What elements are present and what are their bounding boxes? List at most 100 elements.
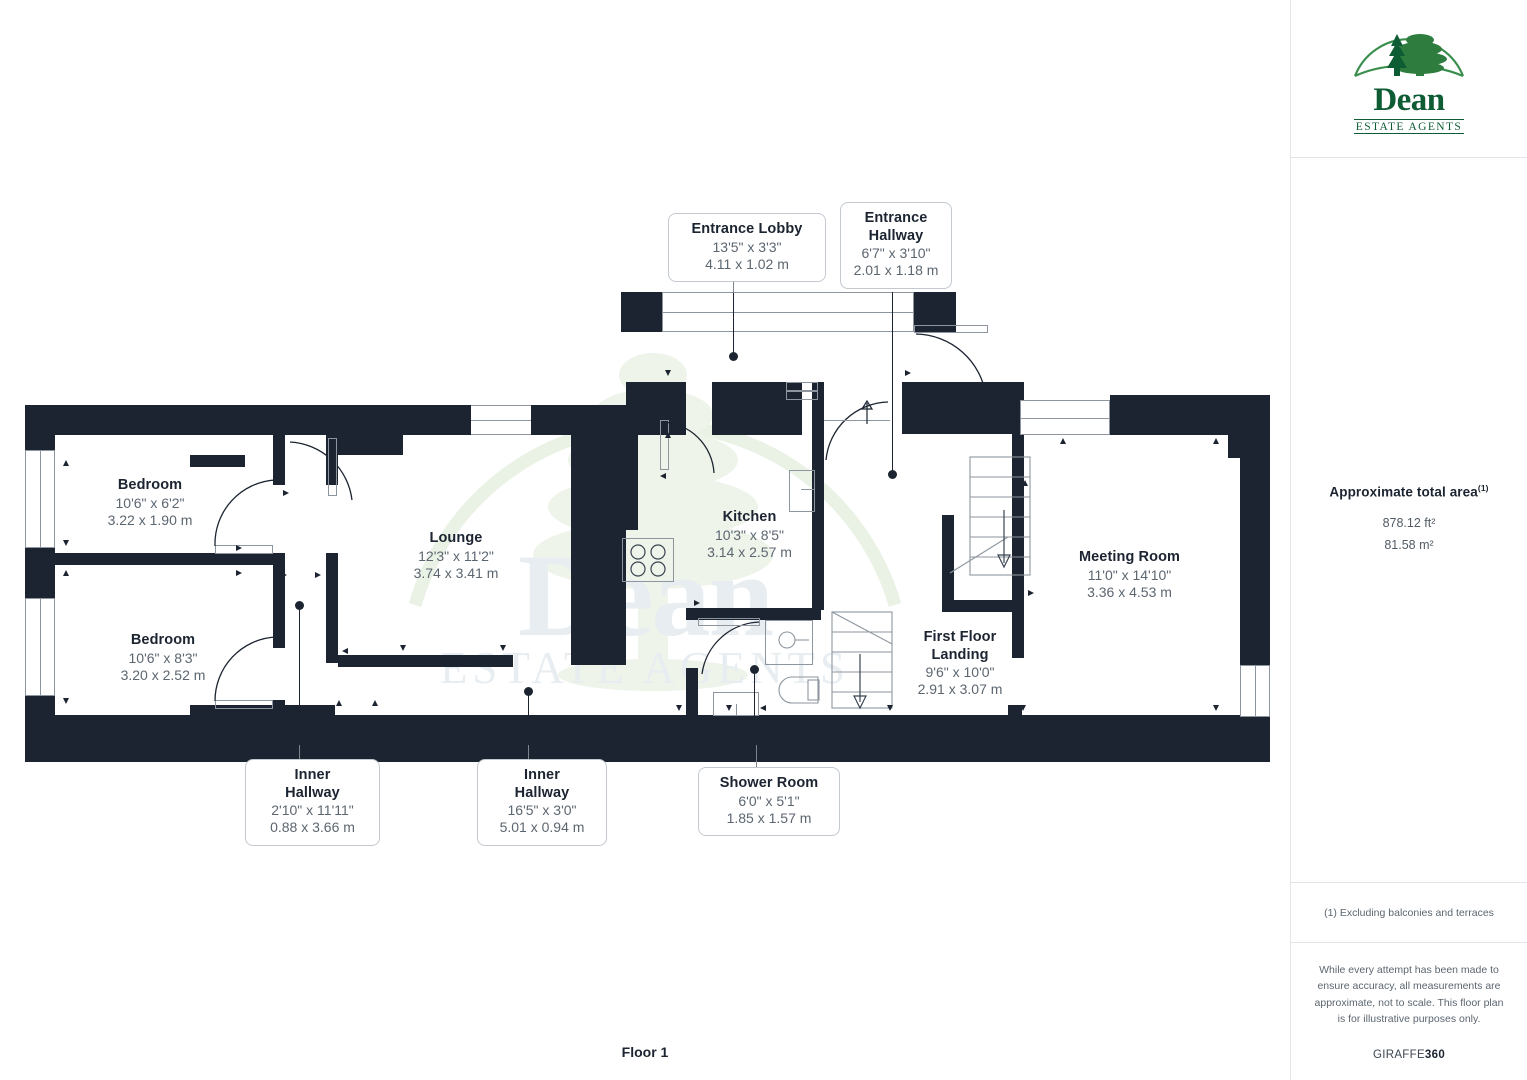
- wall-kitchen-top-left: [626, 382, 686, 435]
- room-name-line1: Inner: [524, 767, 560, 783]
- kitchen-sink-icon: [789, 470, 815, 512]
- dim-tick: [236, 570, 242, 576]
- window-mullion-meeting-right: [1255, 665, 1256, 717]
- brand-section: Dean ESTATE AGENTS: [1291, 0, 1527, 158]
- wall-bedroom1-top-notch: [190, 455, 245, 467]
- wall-meeting-top-right: [1110, 395, 1270, 435]
- brand-logo: Dean ESTATE AGENTS: [1334, 22, 1484, 134]
- wall-landing-left-stub-b: [942, 515, 954, 612]
- total-area-section: Approximate total area(1) 878.12 ft² 81.…: [1291, 158, 1527, 883]
- dim-tick: [1020, 705, 1026, 711]
- room-name-line2: Hallway: [285, 784, 340, 801]
- room-name-line1: Inner: [294, 767, 331, 783]
- dim-tick: [760, 705, 766, 711]
- dim-tick: [887, 705, 893, 711]
- wall-meeting-bottom-notch: [1008, 705, 1022, 717]
- door-opening-shower: [698, 618, 760, 626]
- shower-drain-icon: [778, 631, 809, 649]
- room-name-line1: First Floor: [923, 629, 997, 645]
- total-area-sqft: 878.12 ft²: [1382, 515, 1436, 530]
- kitchen-sink-tap-icon: [801, 489, 815, 490]
- door-swing-lobby-icon: [825, 401, 889, 461]
- dim-tick: [63, 570, 69, 576]
- total-area-sqm: 81.58 m²: [1384, 537, 1434, 552]
- label-entrance-lobby: Entrance Lobby 13'5" x 3'3" 4.11 x 1.02 …: [668, 213, 826, 282]
- room-name: Entrance Lobby: [691, 221, 803, 237]
- wall-lobby-left-block: [621, 292, 663, 332]
- dim-tick: [665, 432, 671, 438]
- wall-exterior-bottom: [25, 715, 1270, 762]
- wall-kitchen-bottom: [686, 608, 821, 620]
- wall-exterior-left-a: [25, 405, 55, 450]
- dim-tick: [726, 705, 732, 711]
- footnote-section: (1) Excluding balconies and terraces: [1291, 883, 1527, 943]
- room-dim-imperial: 10'6" x 6'2": [115, 494, 185, 511]
- room-name: Bedroom: [130, 632, 196, 648]
- dim-line-inner-hall-2: [528, 691, 529, 721]
- brand-tagline: ESTATE AGENTS: [1353, 118, 1465, 134]
- room-dim-imperial: 6'7" x 3'10": [861, 245, 931, 262]
- dim-tick: [665, 370, 671, 376]
- dim-tick: [336, 700, 342, 706]
- dim-tick: [1028, 590, 1034, 596]
- provider-name-prefix: GIRAFFE: [1372, 1049, 1425, 1062]
- direction-arrow-up-icon: [860, 400, 874, 424]
- room-dim-metric: 3.22 x 1.90 m: [107, 511, 193, 528]
- dim-node-entrance: [888, 470, 897, 479]
- dim-line-inner-hall-1: [299, 605, 300, 720]
- lobby-corridor-divider: [662, 312, 914, 313]
- dim-tick: [1213, 438, 1219, 444]
- window-mullion-top-left: [470, 420, 532, 421]
- dim-tick: [500, 645, 506, 651]
- watermark-sub: ESTATE AGENTS: [439, 643, 851, 694]
- window-mullion-meeting-top: [1020, 418, 1110, 419]
- leader-entrance-lobby: [733, 281, 734, 293]
- dim-tick: [315, 572, 321, 578]
- disclaimer-section: While every attempt has been made to ens…: [1291, 943, 1527, 1080]
- wall-lounge-right-upper: [571, 435, 626, 665]
- lobby-threshold: [824, 420, 890, 421]
- wall-meeting-top-left: [1012, 395, 1020, 435]
- wall-inner-hallway1-right-c: [273, 700, 285, 717]
- room-dim-metric: 4.11 x 1.02 m: [705, 255, 789, 272]
- door-opening-bedroom1: [215, 545, 273, 554]
- room-dim-metric: 3.74 x 3.41 m: [413, 564, 499, 581]
- wall-kitchen-bottom-left: [686, 668, 698, 718]
- toilet-icon: [778, 676, 820, 704]
- door-opening-hall: [328, 438, 337, 496]
- door-swing-bedroom2-icon: [214, 636, 276, 702]
- wall-inner-hallway1-right-b: [273, 553, 285, 648]
- door-opening-bedroom2: [215, 700, 273, 709]
- label-first-floor-landing: First Floor Landing 9'6" x 10'0" 2.91 x …: [876, 629, 1044, 699]
- dim-tick: [63, 540, 69, 546]
- door-swing-hall-icon: [289, 441, 353, 501]
- wall-landing-left-stub: [942, 600, 1024, 612]
- room-dim-metric: 2.01 x 1.18 m: [853, 262, 939, 279]
- dim-node-lobby: [729, 352, 738, 361]
- label-bedroom-1: Bedroom 10'6" x 6'2" 3.22 x 1.90 m: [70, 477, 230, 529]
- room-name: Lounge: [429, 530, 483, 546]
- wall-lounge-top: [338, 405, 403, 455]
- wall-bedroom-divider: [55, 553, 273, 565]
- room-dim-metric: 3.14 x 2.57 m: [707, 543, 792, 560]
- dim-tick: [63, 460, 69, 466]
- total-area-footnote-marker: (1): [1477, 483, 1489, 494]
- dim-tick: [236, 545, 242, 551]
- cooker-hob-icon: [622, 538, 674, 582]
- label-kitchen: Kitchen 10'3" x 8'5" 3.14 x 2.57 m: [672, 509, 827, 561]
- total-area-label: Approximate total area: [1329, 484, 1478, 500]
- dim-tick: [400, 645, 406, 651]
- disclaimer-text: While every attempt has been made to ens…: [1314, 963, 1504, 1025]
- room-dim-metric: 5.01 x 0.94 m: [499, 819, 585, 836]
- wall-meeting-right-a: [1228, 435, 1270, 458]
- label-bedroom-2: Bedroom 10'6" x 8'3" 3.20 x 2.52 m: [83, 632, 243, 684]
- dim-tick: [283, 490, 289, 496]
- footnote-text: (1) Excluding balconies and terraces: [1324, 906, 1494, 919]
- room-dim-metric: 0.88 x 3.66 m: [270, 819, 355, 836]
- room-name-line1: Entrance: [864, 210, 928, 226]
- room-dim-metric: 3.20 x 2.52 m: [120, 666, 206, 683]
- room-dim-imperial: 6'0" x 5'1": [738, 792, 800, 809]
- kitchen-counter-top-b: [786, 391, 818, 400]
- shower-tray-icon: [765, 620, 813, 665]
- dim-tick: [372, 700, 378, 706]
